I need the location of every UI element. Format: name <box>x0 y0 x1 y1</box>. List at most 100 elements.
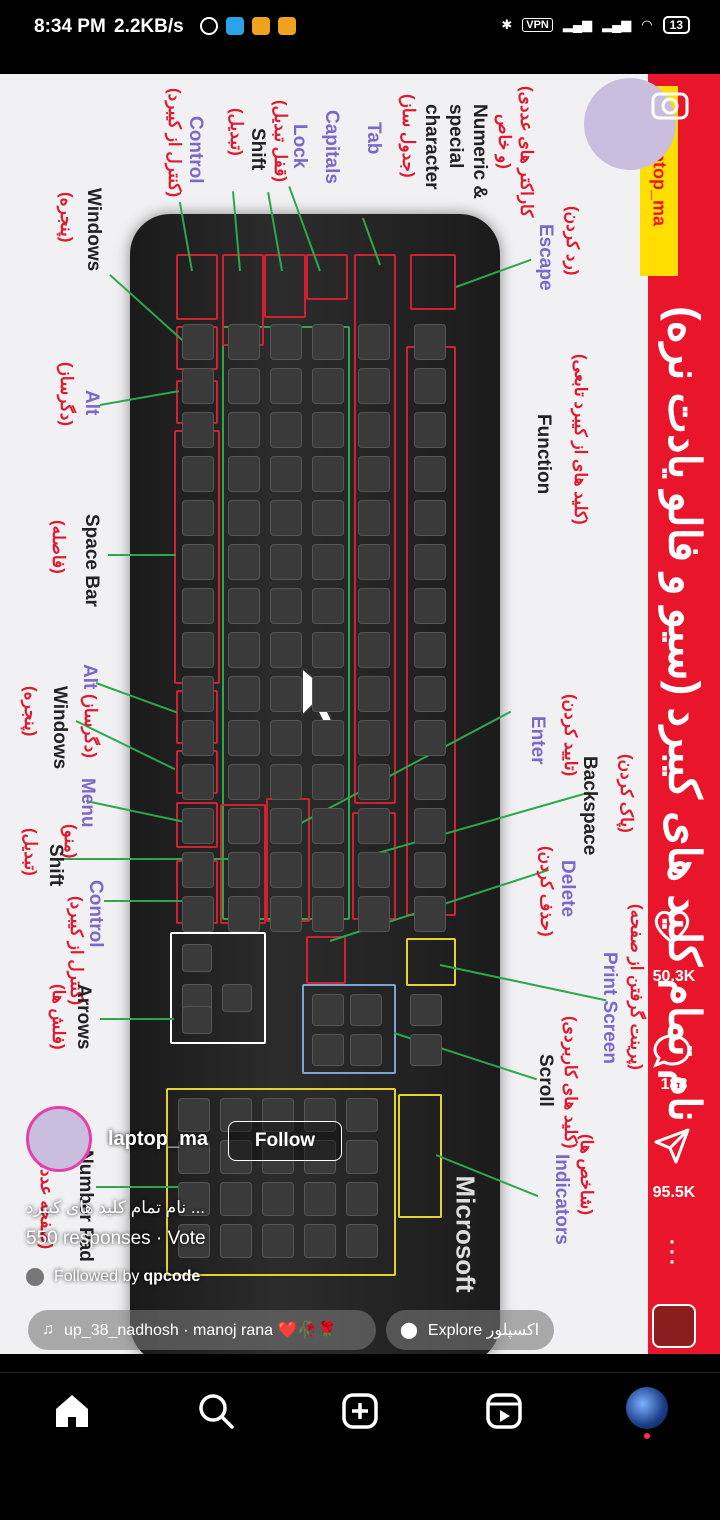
arrow-key <box>182 1006 212 1034</box>
nav-key <box>312 994 344 1026</box>
followed-by: Followed by qpcode <box>26 1268 200 1286</box>
key <box>312 764 344 800</box>
location-pill[interactable]: ⬤ Explore اکسپلور <box>386 1310 554 1350</box>
key <box>182 368 214 404</box>
key <box>270 720 302 756</box>
key <box>182 588 214 624</box>
line-arrows <box>100 1018 174 1020</box>
key <box>414 676 446 712</box>
more-options-icon[interactable]: ··· <box>667 1224 677 1277</box>
key <box>312 676 344 712</box>
label-scroll-fa: (کلید های کاربردی) <box>561 1016 580 1149</box>
audio-pill[interactable]: ♫ up_38_nadhosh · manoj rana ❤️🥀🌹 <box>28 1310 376 1350</box>
label-shift2-fa: (تبدیل) <box>21 828 40 876</box>
label-lock: Lock <box>289 124 310 169</box>
key <box>270 456 302 492</box>
followed-by-text: Followed by <box>54 1268 140 1285</box>
key <box>358 368 390 404</box>
key <box>312 500 344 536</box>
like-icon[interactable] <box>652 908 692 944</box>
status-bar: 8:34 PM 2.2KB/s ✱ VPN ▂▄▆ ▂▄▆ ◠ 13 <box>0 0 720 56</box>
label-indicators: Indicators <box>551 1154 572 1245</box>
ctrl-zone <box>176 254 218 320</box>
key <box>414 588 446 624</box>
signal-icon-2: ▂▄▆ <box>602 17 632 32</box>
follow-button[interactable]: Follow <box>228 1121 342 1161</box>
label-control-fa: (کنترل از کیبرد) <box>165 88 184 198</box>
label-arrows: Arrows <box>73 984 94 1050</box>
followed-by-user[interactable]: qpcode <box>143 1268 201 1285</box>
key <box>270 412 302 448</box>
nav-key <box>312 1034 344 1066</box>
key <box>312 720 344 756</box>
audio-thumbnail[interactable] <box>652 1304 696 1348</box>
system-icons: ✱ VPN ▂▄▆ ▂▄▆ ◠ 13 <box>501 16 690 34</box>
reels-icon[interactable] <box>484 1391 524 1431</box>
key <box>182 412 214 448</box>
location-pin-icon: ⬤ <box>400 1322 418 1339</box>
key <box>312 368 344 404</box>
key <box>182 544 214 580</box>
key <box>270 896 302 932</box>
numpad-key <box>220 1224 252 1258</box>
label-escape-fa: (رد کردن) <box>563 206 582 276</box>
camera-icon[interactable] <box>650 88 690 120</box>
tab-zone <box>306 254 348 300</box>
print-zone <box>406 938 456 986</box>
numpad-key <box>304 1224 336 1258</box>
key <box>414 808 446 844</box>
key <box>270 368 302 404</box>
reel-caption[interactable]: نام تمام کلید های کیبرد ... <box>26 1198 206 1217</box>
key <box>312 852 344 888</box>
numpad-key <box>346 1224 378 1258</box>
key <box>358 764 390 800</box>
reel-video[interactable]: نام تمام کلید های کیبرد (سیو و فالو یادت… <box>0 74 720 1354</box>
share-icon[interactable] <box>652 1126 692 1166</box>
music-app-icon <box>252 17 270 35</box>
shares-count: 95.5K <box>652 1184 696 1201</box>
comment-icon[interactable] <box>652 1032 692 1068</box>
key <box>228 632 260 668</box>
create-icon[interactable] <box>340 1391 380 1431</box>
numpad-key <box>346 1098 378 1132</box>
key <box>312 808 344 844</box>
nav-key <box>410 994 442 1026</box>
key <box>270 544 302 580</box>
vpn-icon: VPN <box>522 18 553 32</box>
label-tab-fa: (جدول ساز) <box>399 94 418 178</box>
author-row: laptop_ma <box>26 1106 208 1172</box>
key <box>228 368 260 404</box>
home-icon[interactable] <box>52 1391 92 1431</box>
key <box>228 500 260 536</box>
key <box>270 500 302 536</box>
key <box>182 764 214 800</box>
line-control2 <box>104 900 184 902</box>
label-alt-fa: (دگرساز) <box>57 362 76 427</box>
label-scroll: Scroll <box>535 1054 556 1107</box>
key <box>358 808 390 844</box>
bottom-navigation <box>0 1372 720 1447</box>
battery-icon: 13 <box>662 16 690 34</box>
label-function: Function <box>533 414 554 495</box>
comments-count: 188 <box>660 1076 688 1093</box>
key <box>358 412 390 448</box>
poll-responses[interactable]: 550 responses · Vote <box>26 1228 206 1249</box>
follower-avatar <box>26 1268 44 1286</box>
author-avatar[interactable] <box>26 1106 92 1172</box>
author-username[interactable]: laptop_ma <box>108 1127 209 1150</box>
label-space-fa: (فاصله) <box>49 520 68 574</box>
label-arrows-fa: (فلش ها) <box>49 984 68 1050</box>
numpad-key <box>304 1182 336 1216</box>
key <box>270 852 302 888</box>
audio-title: up_38_nadhosh · manoj rana ❤️🥀🌹 <box>64 1322 338 1339</box>
label-shift-fa: (تبدیل) <box>227 108 246 156</box>
key <box>358 588 390 624</box>
line-shift2 <box>60 858 230 860</box>
numpad-key <box>346 1182 378 1216</box>
search-icon[interactable] <box>196 1391 236 1431</box>
key <box>414 764 446 800</box>
key <box>182 632 214 668</box>
key <box>270 808 302 844</box>
profile-avatar[interactable] <box>626 1387 668 1429</box>
bluetooth-icon: ✱ <box>501 17 513 32</box>
